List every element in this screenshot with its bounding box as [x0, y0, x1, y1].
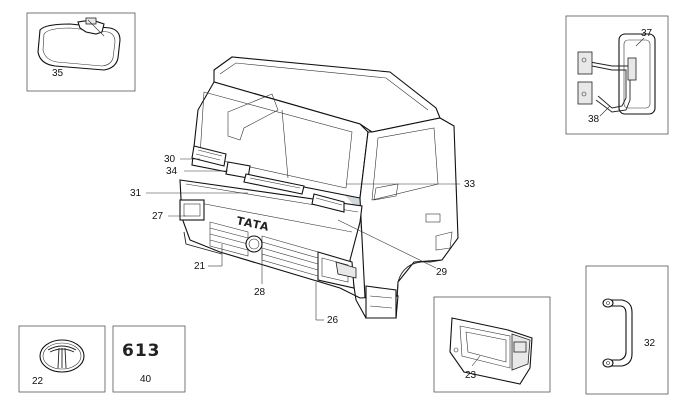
inset-box-35: 35: [26, 12, 136, 92]
callout-27: 27: [152, 211, 164, 222]
inset-box-22: 22: [18, 325, 106, 393]
tata-emblem: [39, 339, 85, 373]
leader-lines: [146, 158, 460, 321]
truck-cab: TATA: [179, 56, 459, 319]
model-badge-text: 613: [122, 341, 161, 361]
inset-box-40: 613 40: [112, 325, 186, 393]
callout-28: 28: [254, 287, 266, 298]
inset-box-37-38: 37 38: [565, 15, 669, 135]
callout-34: 34: [166, 166, 178, 177]
inset-box-23: 23: [433, 296, 551, 393]
callout-37: 37: [641, 28, 653, 39]
callout-21: 21: [194, 261, 206, 272]
grab-handle: [602, 298, 633, 368]
callout-40: 40: [140, 374, 152, 385]
callout-31: 31: [130, 188, 142, 199]
callout-30: 30: [164, 154, 176, 165]
interior-mirror: [37, 17, 121, 71]
side-mirror: [577, 33, 656, 115]
inset-box-32: 32: [585, 265, 669, 395]
callout-23: 23: [465, 370, 477, 381]
grille: [209, 221, 319, 277]
callout-26: 26: [327, 315, 339, 326]
callout-32: 32: [644, 338, 656, 349]
callout-22: 22: [32, 376, 44, 387]
callout-35: 35: [52, 68, 64, 79]
callout-29: 29: [436, 267, 448, 278]
callout-38: 38: [588, 114, 600, 125]
callout-33: 33: [464, 179, 476, 190]
headlamp-bezel: [449, 317, 533, 385]
